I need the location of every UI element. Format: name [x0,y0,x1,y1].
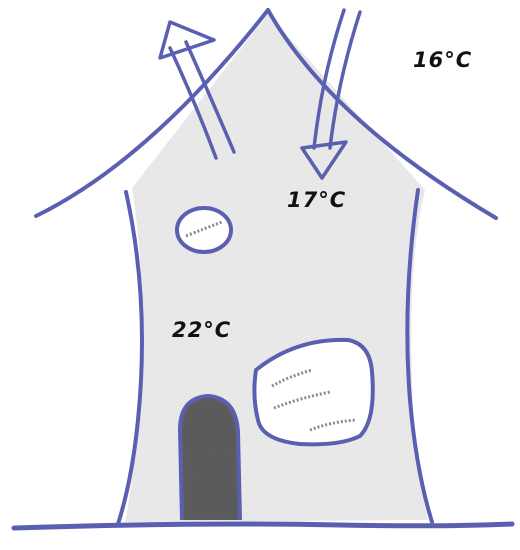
door [180,396,240,520]
room-temperature-label: 22°C [172,318,231,342]
house-interior-texture [125,14,428,522]
round-window [177,208,231,252]
attic-temperature-label: 17°C [287,188,346,212]
ground-line [14,524,512,528]
outside-temperature-label: 16°C [413,48,472,72]
